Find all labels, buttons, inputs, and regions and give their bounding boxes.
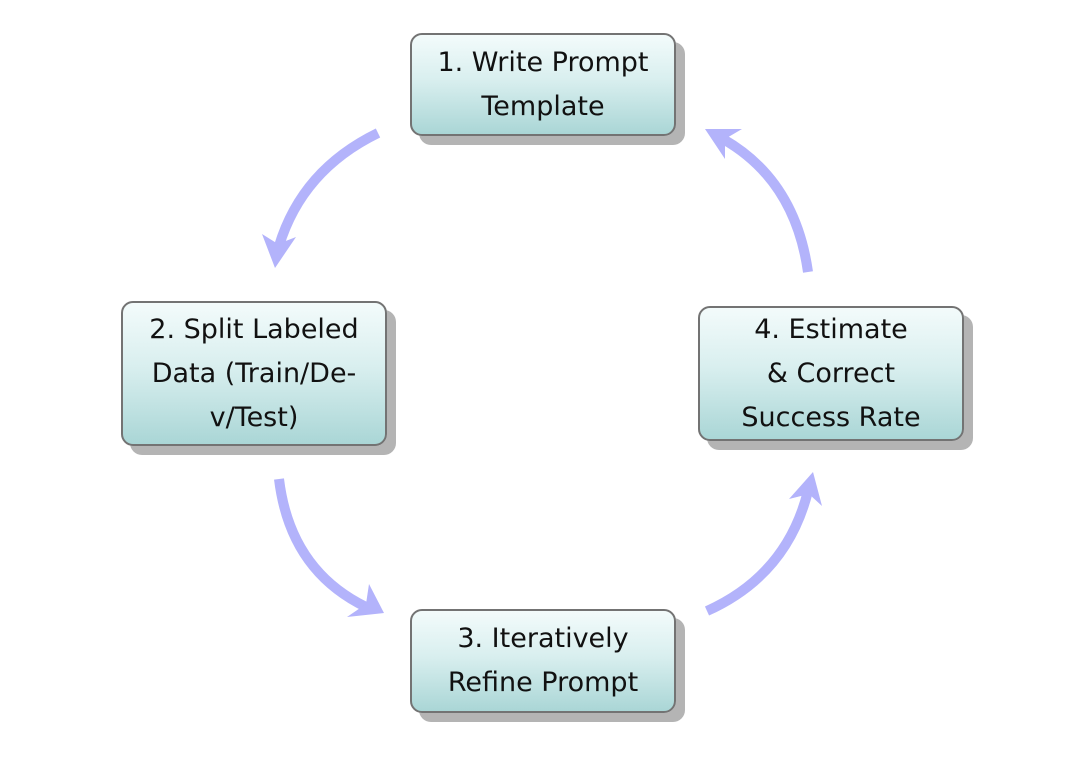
step-4-line-3: Success Rate [741,401,921,433]
arrow-step2-to-step3 [274,478,369,612]
step-2-label: 2. Split Labeled Data (Train/De- v/Test) [149,308,358,440]
step-4-line-2: & Correct [766,357,896,389]
arrow-step1-to-step2 [274,128,381,248]
step-2-line-1: 2. Split Labeled [149,313,359,345]
step-2-line-2: Data (Train/De- [151,357,357,389]
step-4-label: 4. Estimate & Correct Success Rate [741,308,920,440]
step-3-line-1: 3. Iteratively [457,623,629,654]
arrow-step4-to-step1 [720,134,813,273]
step-3-line-2: Refine Prompt [447,667,639,698]
step-1-line-2: Template [481,90,605,122]
arrow-step3-to-step4 [704,489,813,616]
step-3-label: 3. Iteratively Refine Prompt [448,617,638,705]
step-1-line-1: 1. Write Prompt [437,46,649,78]
step-2-line-3: v/Test) [209,401,299,433]
step-1-label: 1. Write Prompt Template [437,41,648,129]
step-3-box: 3. Iteratively Refine Prompt [410,609,676,713]
step-4-line-1: 4. Estimate [754,313,908,345]
step-4-box: 4. Estimate & Correct Success Rate [698,306,964,441]
arrowhead-step4 [789,472,822,506]
step-2-box: 2. Split Labeled Data (Train/De- v/Test) [121,301,387,446]
arrowhead-step2 [262,234,296,268]
arrowhead-step1 [705,129,742,159]
arrowhead-step3 [347,584,384,617]
step-1-box: 1. Write Prompt Template [410,33,676,136]
